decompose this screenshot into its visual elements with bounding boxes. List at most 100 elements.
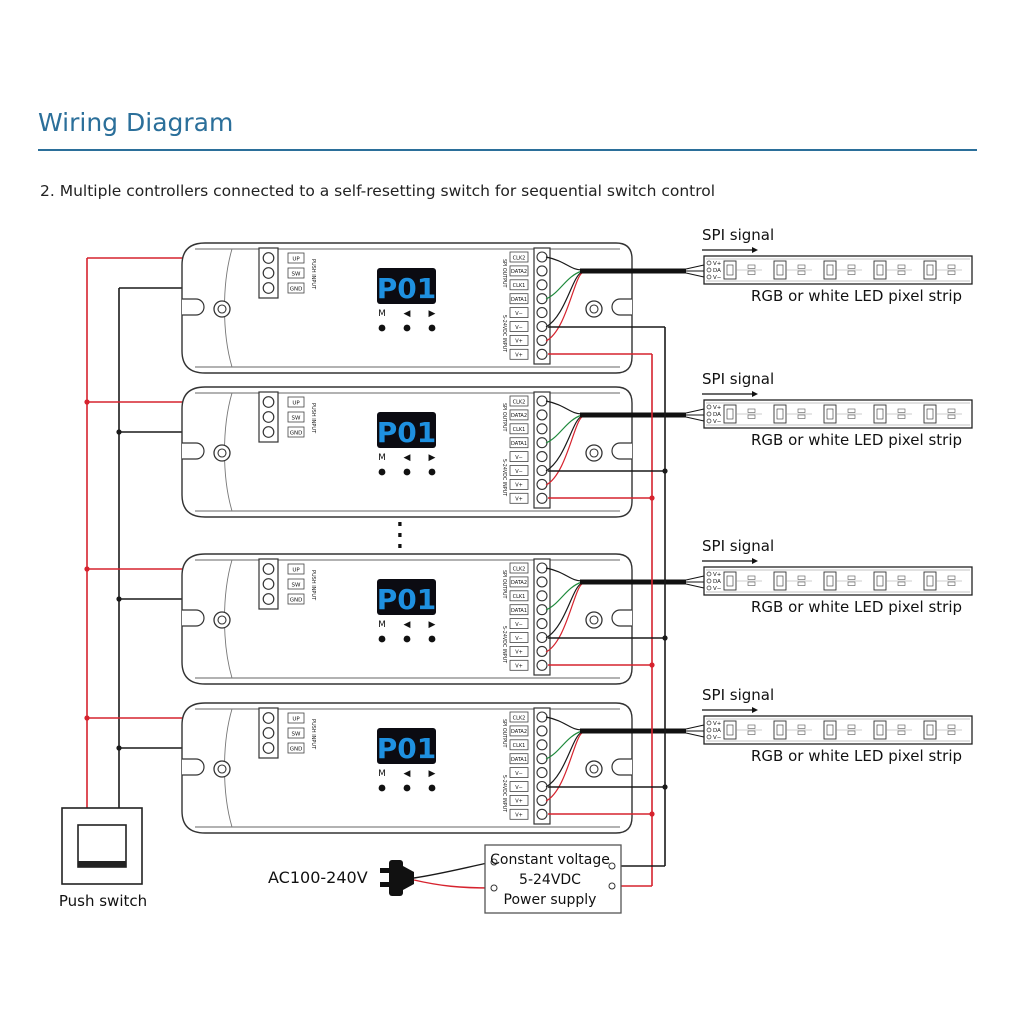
- mode-button[interactable]: [378, 784, 386, 792]
- spi-signal-label: SPI signal: [702, 370, 774, 388]
- input-terminal-label: GND: [290, 598, 303, 604]
- led-pixel: [723, 404, 737, 424]
- title-divider: [38, 149, 977, 151]
- strip-pin-label: V−: [713, 275, 722, 281]
- left-button[interactable]: [403, 468, 411, 476]
- terminal-screw[interactable]: [536, 395, 548, 407]
- push-switch[interactable]: Push switch: [59, 807, 147, 910]
- terminal-screw[interactable]: [262, 742, 275, 754]
- led-pixel: [723, 260, 737, 280]
- terminal-screw[interactable]: [536, 576, 548, 588]
- junction-dot: [116, 596, 122, 602]
- terminal-screw[interactable]: [536, 265, 548, 277]
- junction-dot: [649, 495, 655, 501]
- terminal-screw[interactable]: [262, 578, 275, 590]
- terminal-screw[interactable]: [536, 590, 548, 602]
- terminal-screw[interactable]: [536, 780, 548, 793]
- terminal-screw[interactable]: [536, 631, 548, 644]
- right-button[interactable]: [428, 784, 436, 792]
- right-button[interactable]: [428, 468, 436, 476]
- strip-pin-label: V+: [713, 572, 722, 578]
- terminal-screw[interactable]: [536, 659, 548, 671]
- output-terminal-label: V+: [515, 799, 523, 805]
- output-terminal-label: CLK2: [513, 715, 526, 721]
- output-terminal-label: CLK1: [513, 743, 526, 749]
- input-group-label: PUSH INPUT: [310, 719, 316, 750]
- terminal-screw[interactable]: [262, 426, 275, 438]
- left-button[interactable]: [403, 324, 411, 332]
- terminal-screw[interactable]: [536, 409, 548, 421]
- output-terminal-label: DATA1: [511, 297, 527, 303]
- output-terminal-label: DATA2: [511, 269, 527, 275]
- input-terminal-label: UP: [292, 257, 300, 263]
- terminal-screw[interactable]: [262, 593, 275, 605]
- terminal-screw[interactable]: [536, 562, 548, 574]
- display-readout: P01: [377, 272, 437, 305]
- left-button[interactable]: [403, 635, 411, 643]
- terminal-screw[interactable]: [262, 396, 275, 408]
- mode-button[interactable]: [378, 635, 386, 643]
- led-pixel: [873, 404, 887, 424]
- terminal-screw[interactable]: [536, 794, 548, 806]
- terminal-screw[interactable]: [536, 348, 548, 360]
- terminal-screw[interactable]: [536, 451, 548, 463]
- terminal-screw[interactable]: [536, 645, 548, 657]
- power-supply-line2: 5-24VDC: [519, 872, 581, 888]
- terminal-screw[interactable]: [536, 725, 548, 737]
- terminal-screw[interactable]: [262, 712, 275, 724]
- terminal-screw[interactable]: [262, 727, 275, 739]
- spi-group-label: SPI OUTPUT: [501, 403, 507, 431]
- mode-button[interactable]: [378, 324, 386, 332]
- led-strip-label: RGB or white LED pixel strip: [751, 747, 962, 765]
- terminal-screw[interactable]: [262, 282, 275, 294]
- terminal-screw[interactable]: [536, 464, 548, 477]
- output-terminal-label: V+: [515, 353, 523, 359]
- terminal-screw[interactable]: [536, 492, 548, 504]
- terminal-screw[interactable]: [536, 478, 548, 490]
- more-controllers-ellipsis: ⋮: [384, 515, 416, 553]
- terminal-screw[interactable]: [262, 252, 275, 264]
- mode-button[interactable]: [378, 468, 386, 476]
- terminal-screw[interactable]: [536, 251, 548, 263]
- right-button[interactable]: [428, 324, 436, 332]
- strip-pin-label: V+: [713, 261, 722, 267]
- spi-signal-label: SPI signal: [702, 226, 774, 244]
- output-terminal-label: V+: [515, 650, 523, 656]
- terminal-screw[interactable]: [262, 267, 275, 279]
- output-terminal-label: V+: [515, 664, 523, 670]
- terminal-screw[interactable]: [536, 711, 548, 723]
- junction-dot: [649, 662, 655, 668]
- terminal-screw[interactable]: [536, 618, 548, 630]
- terminal-screw[interactable]: [536, 739, 548, 751]
- mounting-slot: [182, 442, 205, 460]
- terminal-screw[interactable]: [536, 753, 548, 765]
- terminal-screw[interactable]: [536, 279, 548, 291]
- led-display: P01: [377, 268, 437, 305]
- output-terminal-label: V−: [515, 622, 523, 628]
- terminal-screw[interactable]: [536, 423, 548, 435]
- page-title: Wiring Diagram: [38, 108, 234, 137]
- display-readout: P01: [377, 416, 437, 449]
- terminal-screw[interactable]: [536, 437, 548, 449]
- terminal-screw[interactable]: [262, 563, 275, 575]
- left-button[interactable]: [403, 784, 411, 792]
- terminal-screw[interactable]: [536, 604, 548, 616]
- terminal-screw[interactable]: [536, 320, 548, 333]
- terminal-screw[interactable]: [536, 307, 548, 319]
- output-terminal-label: V+: [515, 497, 523, 503]
- input-group-label: PUSH INPUT: [310, 403, 316, 434]
- terminal-screw[interactable]: [536, 334, 548, 346]
- output-terminal-label: V−: [515, 325, 523, 331]
- led-pixel: [773, 260, 787, 280]
- terminal-screw[interactable]: [262, 411, 275, 423]
- terminal-screw[interactable]: [536, 808, 548, 820]
- terminal-screw[interactable]: [536, 767, 548, 779]
- terminal-screw[interactable]: [536, 293, 548, 305]
- output-terminal-label: V−: [515, 311, 523, 317]
- right-button[interactable]: [428, 635, 436, 643]
